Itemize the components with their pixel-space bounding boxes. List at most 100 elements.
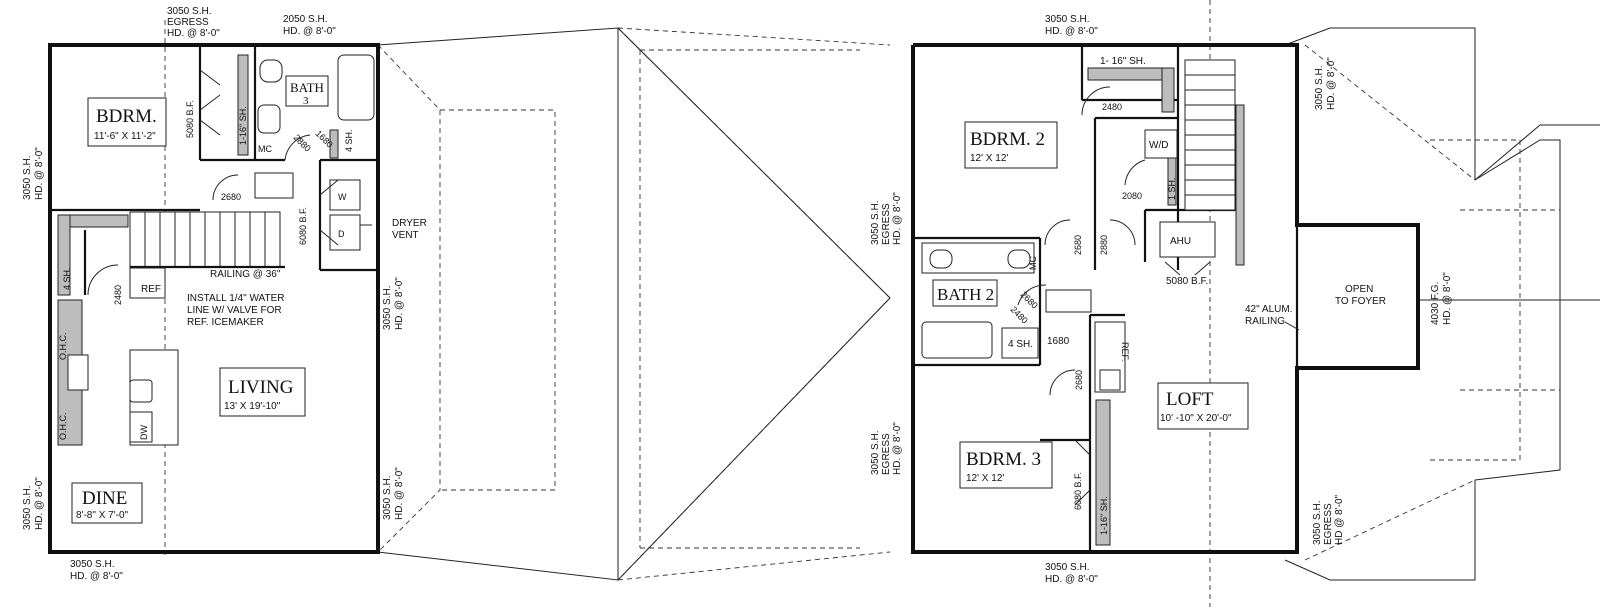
- win-left-lower-1: 3050 S.H.: [22, 486, 33, 530]
- win-left-upper-2: HD. @ 8'-0": [34, 147, 45, 200]
- room-bath3-number: 3: [303, 95, 309, 107]
- win-left-upper-1: 3050 S.H.: [22, 156, 33, 200]
- lbl-railing: RAILING @ 36": [210, 269, 281, 280]
- win-top-right-1: 2050 S.H.: [283, 14, 327, 25]
- rwin-left-upper-1: 3050 S.H.: [870, 201, 881, 245]
- win-top-left-1: 3050 S.H.: [167, 6, 211, 17]
- rlbl-door-2480b: 2480: [1009, 304, 1030, 325]
- room-open-2: TO FOYER: [1335, 296, 1386, 307]
- lbl-door-2680: 2680: [221, 192, 241, 202]
- rwin-bottom-right-2: EGRESS: [1323, 503, 1334, 545]
- rlbl-shelf-top: 1- 16" SH.: [1100, 56, 1146, 67]
- rwin-left-lower-2: EGRESS: [881, 433, 892, 475]
- rwin-foyer-1: 4030 F.G.: [1430, 282, 1441, 325]
- rwin-foyer-2: HD. @ 8'-0": [1442, 272, 1453, 325]
- lbl-shelf: 1-16" SH.: [238, 106, 248, 145]
- win-bottom-2: HD. @ 8'-0": [70, 571, 123, 582]
- rlbl-door-1680: 1680: [1047, 336, 1070, 347]
- rlbl-wd: W/D: [1149, 140, 1168, 151]
- win-bottom-1: 3050 S.H.: [70, 559, 114, 570]
- lbl-dryer-vent-1: DRYER: [392, 218, 427, 229]
- room-bdrm3-name: BDRM. 3: [966, 449, 1041, 470]
- room-bath3-name: BATH: [290, 80, 324, 95]
- lbl-dryer-vent-2: VENT: [392, 230, 419, 241]
- lbl-laundry-bf: 6080 B.F.: [298, 207, 308, 245]
- lbl-washer: W: [338, 192, 347, 202]
- room-loft-size: 10' -10" X 20'-0": [1160, 413, 1232, 424]
- rwin-bottom-right-1: 3050 S.H.: [1312, 501, 1323, 545]
- rwin-bottom-right-3: HD @ 8'-0": [1334, 494, 1345, 545]
- right-annotations: 1- 16" SH. 2480 W/D 2080 1 SH. AHU 5080 …: [1008, 56, 1300, 535]
- left-room-labels: BDRM. 11'-6" X 11'-2" BATH 3 LIVING 13' …: [71, 75, 329, 524]
- rwin-top-2: HD. @ 8'-0": [1045, 26, 1098, 37]
- rwin-top-right-1: 3050 S.H.: [1314, 66, 1325, 110]
- rwin-bottom-2: HD. @ 8'-0": [1045, 574, 1098, 585]
- rlbl-ahu-bf: 5080 B.F.: [1166, 276, 1208, 287]
- rlbl-ahu: AHU: [1170, 236, 1191, 247]
- rwin-left-lower-3: HD. @ 8'-0": [892, 422, 903, 475]
- lbl-dw: DW: [139, 425, 149, 440]
- room-living-size: 13' X 19'-10": [224, 401, 281, 412]
- rlbl-shelf-1: 1 SH.: [1167, 177, 1177, 200]
- rwin-left-upper-2: EGRESS: [881, 203, 892, 245]
- lbl-ref: REF: [141, 284, 161, 295]
- lbl-note-2: LINE W/ VALVE FOR: [187, 305, 282, 316]
- lbl-closet-bf: 5080 B.F.: [185, 100, 195, 138]
- rlbl-door-2680c: 2680: [1074, 370, 1084, 390]
- rlbl-door-2680a: 2680: [1073, 235, 1083, 255]
- lbl-dryer: D: [338, 229, 345, 239]
- room-bdrm3-size: 12' X 12': [966, 473, 1004, 484]
- lbl-note-3: REF. ICEMAKER: [187, 317, 264, 328]
- stair-treads-upper: [1185, 74, 1235, 196]
- win-left-lower-2: HD. @ 8'-0": [34, 477, 45, 530]
- stair-treads: [144, 212, 266, 267]
- room-bath2-name: BATH 2: [937, 285, 994, 304]
- rlbl-door-2480: 2480: [1102, 102, 1122, 112]
- win-top-left-2: EGRESS: [167, 17, 209, 28]
- room-bdrm2-size: 12' X 12': [970, 153, 1008, 164]
- rlbl-door-2080: 2080: [1122, 191, 1142, 201]
- rwin-left-lower-1: 3050 S.H.: [870, 431, 881, 475]
- room-dine-name: DINE: [82, 488, 127, 509]
- rwin-top-right-2: HD. @ 8'-0": [1326, 57, 1337, 110]
- right-window-labels: 3050 S.H. HD. @ 8'-0" 3050 S.H. HD. @ 8'…: [870, 14, 1453, 585]
- rwin-top-1: 3050 S.H.: [1045, 14, 1089, 25]
- left-floor-plan: [48, 43, 380, 554]
- left-window-labels: 3050 S.H. EGRESS HD. @ 8'-0" 2050 S.H. H…: [22, 6, 405, 582]
- rlbl-shelf4: 4 SH.: [1008, 339, 1033, 350]
- lbl-ohc-upper: O.H.C.: [58, 332, 68, 360]
- room-living-name: LIVING: [228, 377, 294, 398]
- rwin-left-upper-3: HD. @ 8'-0": [892, 192, 903, 245]
- lbl-pantry-shelf: 4 SH.: [62, 267, 72, 290]
- room-bdrm2-name: BDRM. 2: [970, 129, 1045, 150]
- room-open-1: OPEN: [1345, 284, 1373, 295]
- win-top-left-3: HD. @ 8'-0": [167, 28, 220, 39]
- rlbl-door-2680b: 2680: [1019, 289, 1040, 310]
- room-bdrm-size: 11'-6" X 11'-2": [94, 131, 156, 142]
- lbl-note-1: INSTALL 1/4" WATER: [187, 293, 284, 304]
- room-dine-size: 8'-8" X 7'-0": [76, 510, 129, 521]
- rlbl-door-2880: 2880: [1099, 235, 1109, 255]
- win-right-lower-2: HD. @ 8'-0": [394, 467, 405, 520]
- win-right-lower-1: 3050 S.H.: [382, 476, 393, 520]
- roof-outline: [164, 0, 1600, 607]
- win-top-right-2: HD. @ 8'-0": [283, 26, 336, 37]
- rlbl-mc: MC: [1028, 256, 1038, 270]
- rlbl-railing-2: RAILING: [1245, 316, 1285, 327]
- rwin-bottom-1: 3050 S.H.: [1045, 562, 1089, 573]
- right-floor-plan: [911, 43, 1420, 554]
- lbl-shelf4: 4 SH.: [344, 129, 354, 152]
- win-right-upper-2: HD. @ 8'-0": [394, 277, 405, 330]
- lbl-mc: MC: [258, 144, 272, 154]
- room-loft-name: LOFT: [1166, 389, 1214, 410]
- rlbl-shelf-closet: 1-16" SH.: [1099, 496, 1109, 535]
- room-bdrm-name: BDRM.: [96, 106, 157, 127]
- rlbl-closet-bf: 6080 B.F.: [1073, 472, 1083, 510]
- rlbl-ref: REF.: [1120, 342, 1130, 362]
- lbl-door-2480: 2480: [113, 285, 123, 305]
- win-right-upper-1: 3050 S.H.: [382, 286, 393, 330]
- right-room-labels: BDRM. 2 12' X 12' BATH 2 BDRM. 3 12' X 1…: [932, 121, 1386, 489]
- lbl-ohc-lower: O.H.C.: [58, 412, 68, 440]
- rlbl-railing-1: 42" ALUM.: [1245, 304, 1292, 315]
